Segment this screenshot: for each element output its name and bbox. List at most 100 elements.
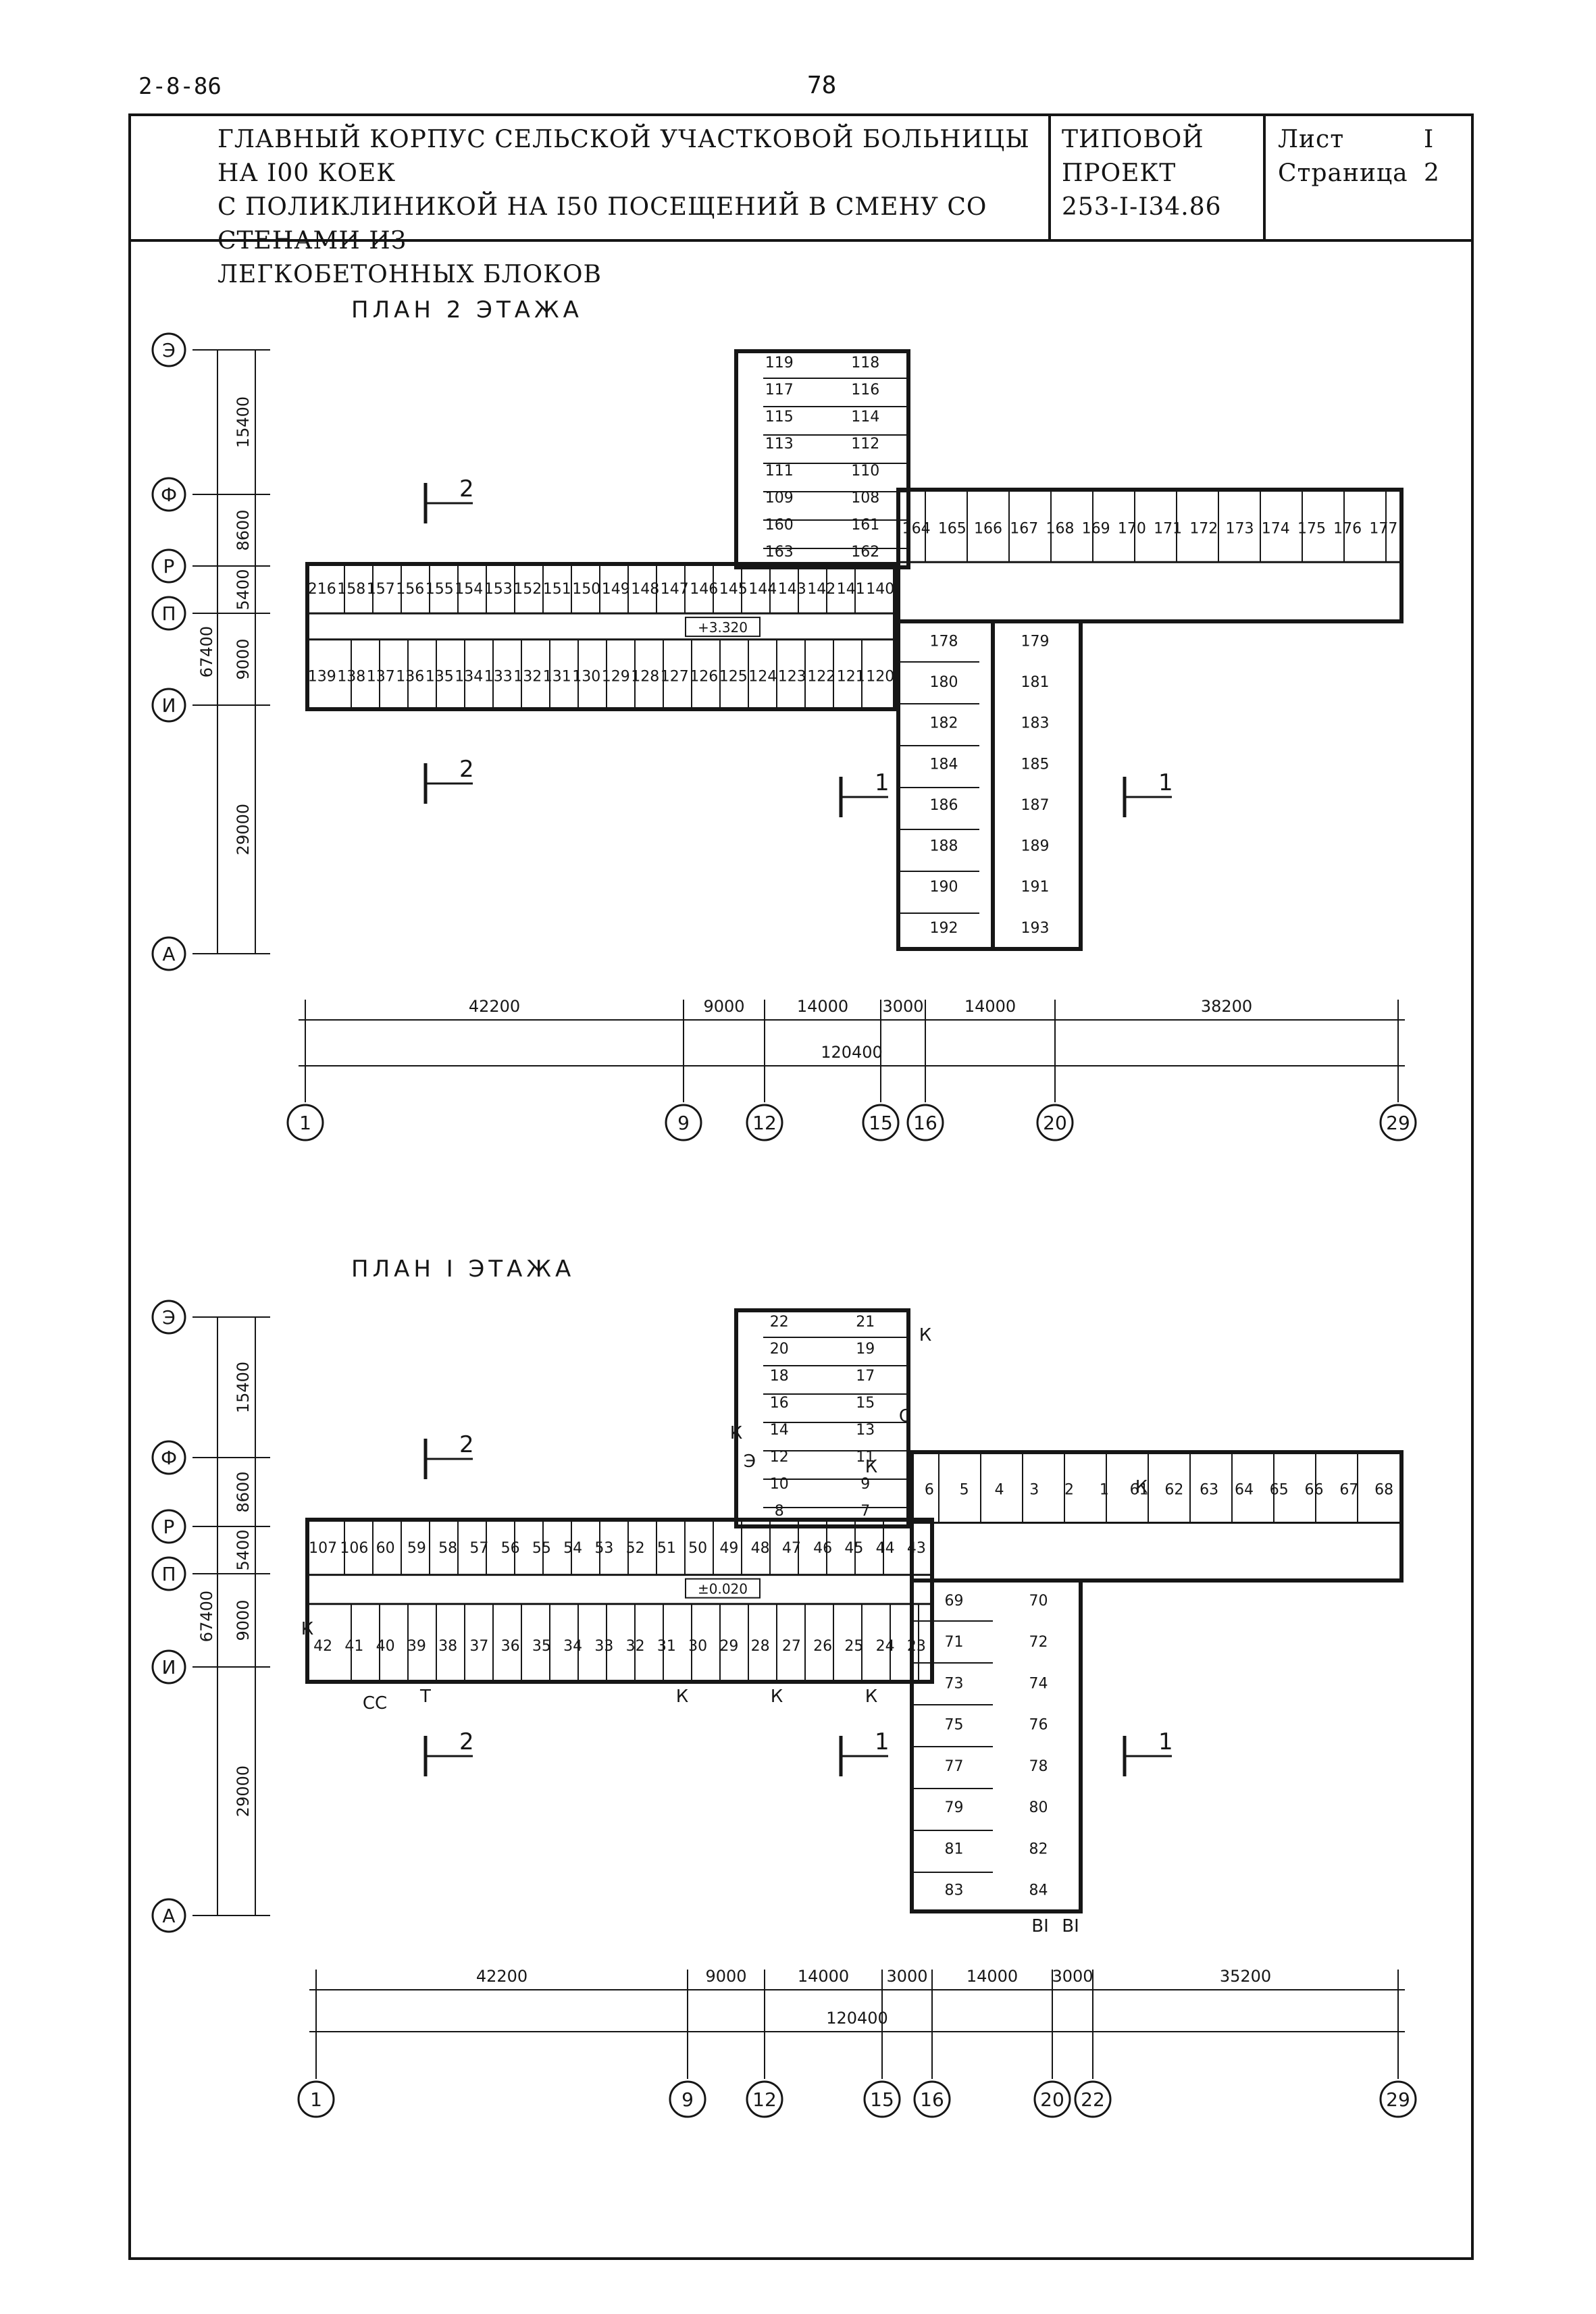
column-dimension: 14000 xyxy=(797,997,848,1016)
room-number: 48 xyxy=(751,1540,770,1557)
room-number: 163 xyxy=(765,544,794,561)
room-number: 41 xyxy=(344,1638,363,1655)
room-number: 17 xyxy=(856,1368,875,1385)
room-number: 31 xyxy=(657,1638,676,1655)
room-number: 137 xyxy=(367,669,395,686)
room-number: 38 xyxy=(438,1638,457,1655)
elevation-mark: ±0.020 xyxy=(698,1581,748,1597)
room-number: 139 xyxy=(308,669,336,686)
room-number: 77 xyxy=(945,1758,964,1775)
room-number: 126 xyxy=(690,669,718,686)
building-wing-outline xyxy=(896,619,1083,951)
title-line-1: ГЛАВНЫЙ КОРПУС СЕЛЬСКОЙ УЧАСТКОВОЙ БОЛЬН… xyxy=(217,126,1030,187)
room-number: 4 xyxy=(994,1482,1004,1499)
room-number: 193 xyxy=(1021,920,1050,937)
column-axis-marker xyxy=(746,1104,783,1141)
title-block: ГЛАВНЫЙ КОРПУС СЕЛЬСКОЙ УЧАСТКОВОЙ БОЛЬН… xyxy=(128,113,1474,288)
entrance-marker: К xyxy=(865,1457,877,1477)
room-number: 131 xyxy=(543,669,571,686)
plan-title: ПЛАН 2 ЭТАЖА xyxy=(351,297,583,324)
room-number: 164 xyxy=(902,520,931,537)
row-axis-marker xyxy=(151,1509,186,1544)
room-number: 3 xyxy=(1029,1482,1039,1499)
room-number: 84 xyxy=(1029,1882,1048,1899)
room-number: 152 xyxy=(513,581,542,598)
room-number: 24 xyxy=(876,1638,895,1655)
room-number: 45 xyxy=(844,1540,863,1557)
room-number: 52 xyxy=(626,1540,645,1557)
row-axis-label: Э xyxy=(162,1306,176,1329)
entrance-marker: К xyxy=(919,1325,931,1345)
room-number: 83 xyxy=(945,1882,964,1899)
room-number: 134 xyxy=(455,669,483,686)
sheet-label: Лист xyxy=(1278,126,1345,153)
room-number: 111 xyxy=(765,463,794,480)
row-dimension: 5400 xyxy=(234,569,253,610)
column-axis-label: 16 xyxy=(920,2088,944,2111)
room-number: 28 xyxy=(751,1638,770,1655)
row-dimension: 29000 xyxy=(234,804,253,855)
column-axis-label: 22 xyxy=(1081,2088,1105,2111)
room-number: 136 xyxy=(396,669,424,686)
room-number: 19 xyxy=(856,1341,875,1358)
room-number: 27 xyxy=(782,1638,801,1655)
room-number: 106 xyxy=(340,1540,368,1557)
room-number: 34 xyxy=(563,1638,582,1655)
room-number: 109 xyxy=(765,490,794,507)
column-axis-marker xyxy=(1036,1104,1074,1141)
room-number: 110 xyxy=(851,463,879,480)
row-axis-label: Ф xyxy=(161,1447,177,1469)
section-label: 1 xyxy=(1158,769,1173,796)
section-label: 2 xyxy=(459,1431,474,1458)
room-number: 10 xyxy=(770,1476,789,1493)
room-number: 173 xyxy=(1226,520,1254,537)
section-label: 1 xyxy=(1158,1728,1173,1755)
room-number: 166 xyxy=(974,520,1002,537)
drawing-frame xyxy=(128,113,1474,2260)
column-axis-marker xyxy=(863,2080,901,2118)
room-number: 108 xyxy=(851,490,879,507)
room-number: 187 xyxy=(1021,797,1050,814)
row-total-dimension: 67400 xyxy=(197,1591,216,1642)
room-number: 76 xyxy=(1029,1717,1048,1734)
column-dimension: 14000 xyxy=(967,1967,1018,1986)
room-number: 60 xyxy=(376,1540,395,1557)
room-number: 174 xyxy=(1262,520,1290,537)
project-code: 253-I-I34.86 xyxy=(1062,193,1222,221)
column-axis-label: 15 xyxy=(870,2088,894,2111)
room-number: 13 xyxy=(856,1422,875,1439)
room-number: 69 xyxy=(945,1593,964,1610)
room-number: 50 xyxy=(688,1540,707,1557)
room-number: 113 xyxy=(765,436,794,453)
column-dimension: 42200 xyxy=(469,997,520,1016)
room-number: 128 xyxy=(631,669,659,686)
room-number: 162 xyxy=(851,544,879,561)
column-axis-marker xyxy=(1379,1104,1417,1141)
room-number: 141 xyxy=(837,581,865,598)
room-number: 181 xyxy=(1021,674,1050,691)
row-axis-label: Р xyxy=(163,1516,175,1538)
title-line-3: ЛЕГКОБЕТОННЫХ БЛОКОВ xyxy=(217,261,602,288)
column-dimension: 9000 xyxy=(703,997,744,1016)
room-number: 74 xyxy=(1029,1675,1048,1692)
room-number: 153 xyxy=(484,581,513,598)
room-number: 107 xyxy=(309,1540,337,1557)
room-number: 138 xyxy=(337,669,365,686)
room-number: 121 xyxy=(837,669,865,686)
room-number: 66 xyxy=(1305,1482,1324,1499)
column-axis-label: 20 xyxy=(1043,1112,1067,1134)
room-number: 67 xyxy=(1339,1482,1358,1499)
column-dimension: 9000 xyxy=(705,1967,746,1986)
room-number: 124 xyxy=(748,669,777,686)
building-wing-outline xyxy=(305,1518,934,1684)
elevation-box xyxy=(685,617,761,638)
room-number: 165 xyxy=(938,520,967,537)
room-number: 149 xyxy=(602,581,630,598)
room-number: 118 xyxy=(851,355,879,371)
building-wing-outline xyxy=(896,488,1404,623)
room-number: 68 xyxy=(1374,1482,1393,1499)
row-axis-marker xyxy=(151,548,186,584)
column-axis-label: 15 xyxy=(869,1112,893,1134)
room-number: 51 xyxy=(657,1540,676,1557)
